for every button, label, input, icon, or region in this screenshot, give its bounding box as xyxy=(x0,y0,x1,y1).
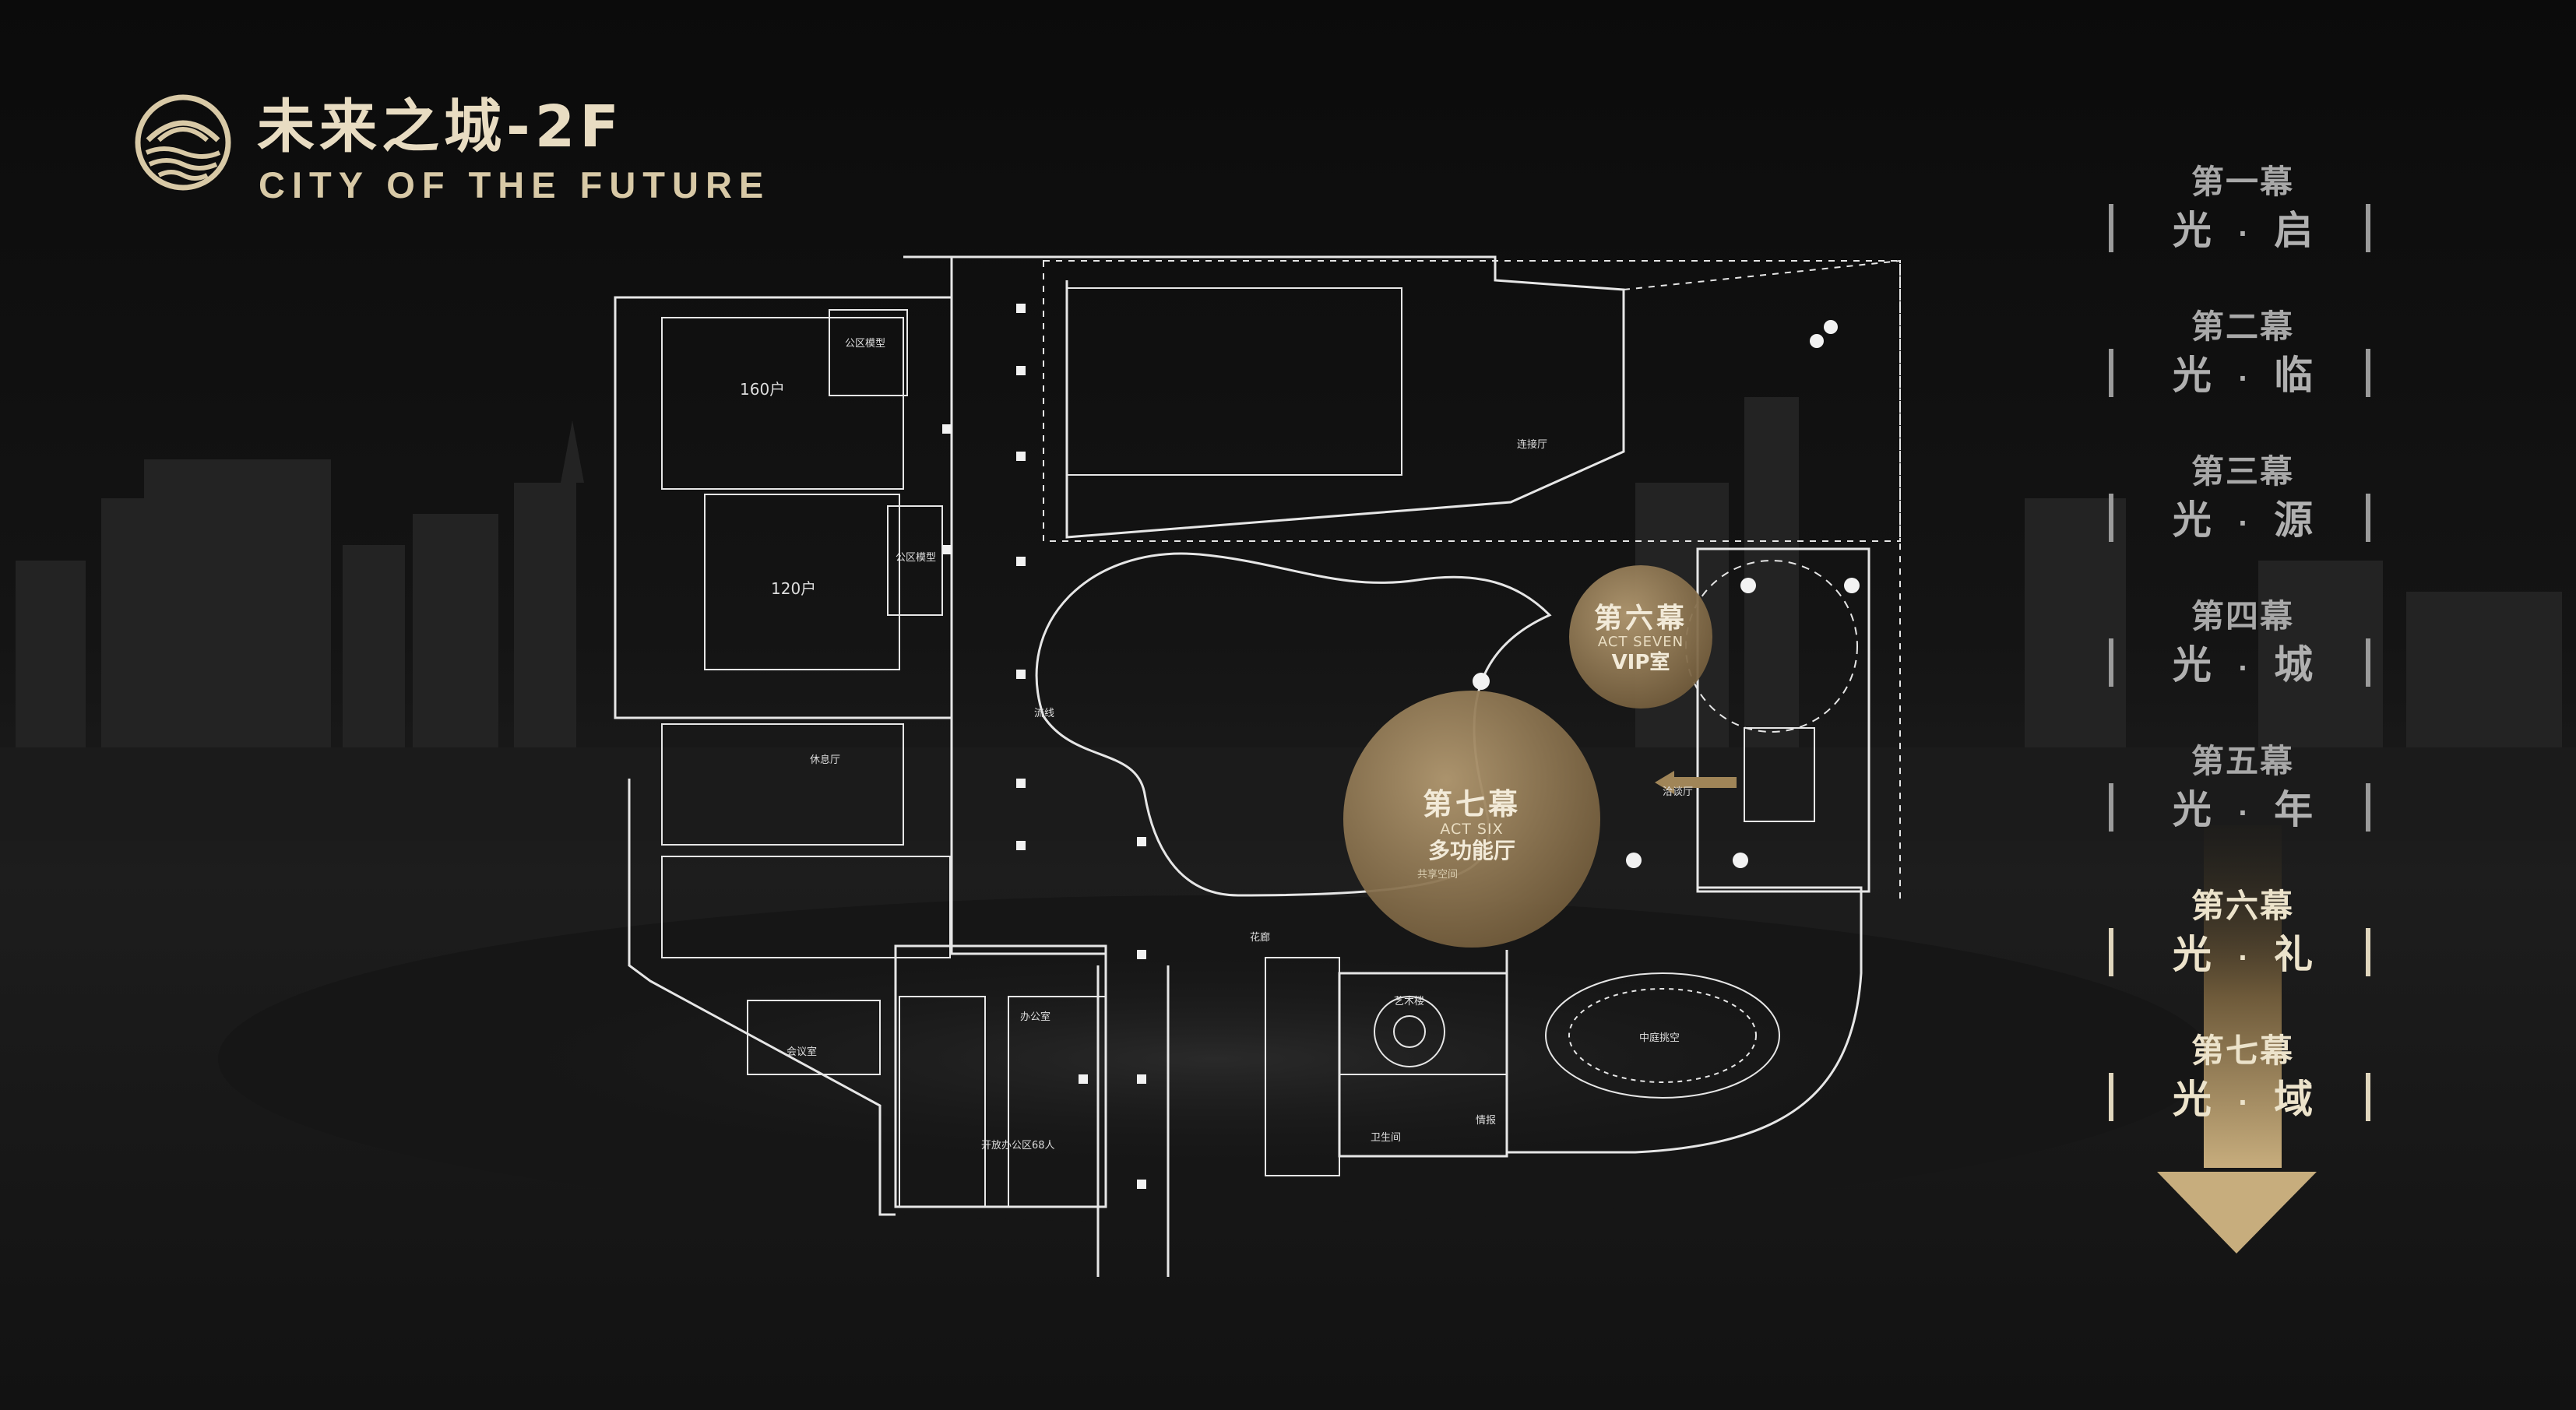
bracket-left-icon xyxy=(2109,204,2113,252)
act-title: 第六幕 xyxy=(2191,887,2294,925)
bracket-left-icon xyxy=(2109,494,2113,542)
act-subtitle: 光·域 xyxy=(2172,1077,2314,1122)
room-label-liulan: 流线 xyxy=(1034,708,1055,719)
act-item-6[interactable]: 第六幕 光·礼 xyxy=(2087,880,2398,989)
vip-bubble-title: 第六幕 xyxy=(1593,603,1687,635)
room-label-weisheng: 卫生间 xyxy=(1371,1132,1402,1144)
room-label-gongqu-2: 公区模型 xyxy=(896,552,937,564)
bracket-left-icon xyxy=(2109,349,2113,397)
hall-bubble-name: 多功能厅 xyxy=(1427,838,1515,863)
room-label-jingbao: 情报 xyxy=(1476,1115,1497,1127)
act-subtitle: 光·城 xyxy=(2172,642,2314,687)
bracket-right-icon xyxy=(2366,928,2370,976)
bracket-right-icon xyxy=(2366,783,2370,832)
act-six-vip-marker xyxy=(1569,565,1712,709)
direction-arrow-icon xyxy=(1655,771,1737,794)
act-title: 第二幕 xyxy=(2191,308,2294,346)
bracket-left-icon xyxy=(2109,928,2113,976)
act-subtitle: 光·年 xyxy=(2172,787,2314,832)
bracket-right-icon xyxy=(2366,638,2370,687)
down-arrow-icon xyxy=(2157,825,2317,1254)
page-title: 未来之城-2F xyxy=(257,93,624,160)
room-label-kaifang: 开放办公区68人 xyxy=(981,1140,1055,1152)
vip-bubble-name: VIP室 xyxy=(1611,651,1670,674)
act-subtitle: 光·礼 xyxy=(2172,932,2314,977)
hall-bubble-label: 第七幕 ACT SIX 多功能厅 共享空间 xyxy=(1386,788,1557,886)
act-item-1[interactable]: 第一幕 光·启 xyxy=(2087,156,2398,265)
hall-bubble-note: 共享空间 xyxy=(1417,869,1459,881)
room-label-huiyi: 会议室 xyxy=(787,1046,818,1058)
room-label-gongqu-1: 公区模型 xyxy=(845,338,886,350)
room-label-yishu: 艺术楼 xyxy=(1394,996,1425,1007)
page-subtitle: CITY OF THE FUTURE xyxy=(259,164,771,206)
act-item-2[interactable]: 第二幕 光·临 xyxy=(2087,301,2398,410)
bracket-right-icon xyxy=(2366,349,2370,397)
room-label-160: 160户 xyxy=(740,380,786,399)
vip-bubble-label: 第六幕 ACT SEVEN VIP室 xyxy=(1569,603,1712,675)
act-subtitle: 光·临 xyxy=(2172,353,2314,398)
room-label-120: 120户 xyxy=(771,579,817,598)
hall-bubble-title: 第七幕 xyxy=(1422,787,1521,821)
act-title: 第三幕 xyxy=(2191,452,2294,491)
hall-bubble-en: ACT SIX xyxy=(1440,821,1504,838)
residential-block xyxy=(614,296,953,719)
act-title: 第四幕 xyxy=(2191,597,2294,635)
bracket-right-icon xyxy=(2366,1073,2370,1121)
bracket-left-icon xyxy=(2109,1073,2113,1121)
act-title: 第七幕 xyxy=(2191,1032,2294,1070)
act-subtitle: 光·源 xyxy=(2172,498,2314,543)
room-label-bangong: 办公室 xyxy=(1020,1011,1051,1023)
room-label-zhongting: 中庭挑空 xyxy=(1639,1032,1680,1044)
act-seven-hall-marker xyxy=(1343,691,1600,948)
act-item-5[interactable]: 第五幕 光·年 xyxy=(2087,735,2398,844)
room-label-huaju: 花廊 xyxy=(1250,932,1271,944)
bracket-left-icon xyxy=(2109,638,2113,687)
act-title: 第一幕 xyxy=(2191,163,2294,201)
bracket-right-icon xyxy=(2366,204,2370,252)
act-title: 第五幕 xyxy=(2191,742,2294,780)
bracket-left-icon xyxy=(2109,783,2113,832)
room-label-qiaqia: 洽谈厅 xyxy=(1663,786,1694,798)
room-label-xiuxi: 休息厅 xyxy=(810,754,841,766)
logo-emblem-icon xyxy=(135,94,231,191)
act-item-3[interactable]: 第三幕 光·源 xyxy=(2087,445,2398,554)
bracket-right-icon xyxy=(2366,494,2370,542)
vip-bubble-en: ACT SEVEN xyxy=(1597,634,1684,650)
act-subtitle: 光·启 xyxy=(2172,208,2314,253)
act-item-7[interactable]: 第七幕 光·域 xyxy=(2087,1025,2398,1134)
act-item-4[interactable]: 第四幕 光·城 xyxy=(2087,590,2398,699)
room-label-lianxi: 连接厅 xyxy=(1517,439,1548,451)
